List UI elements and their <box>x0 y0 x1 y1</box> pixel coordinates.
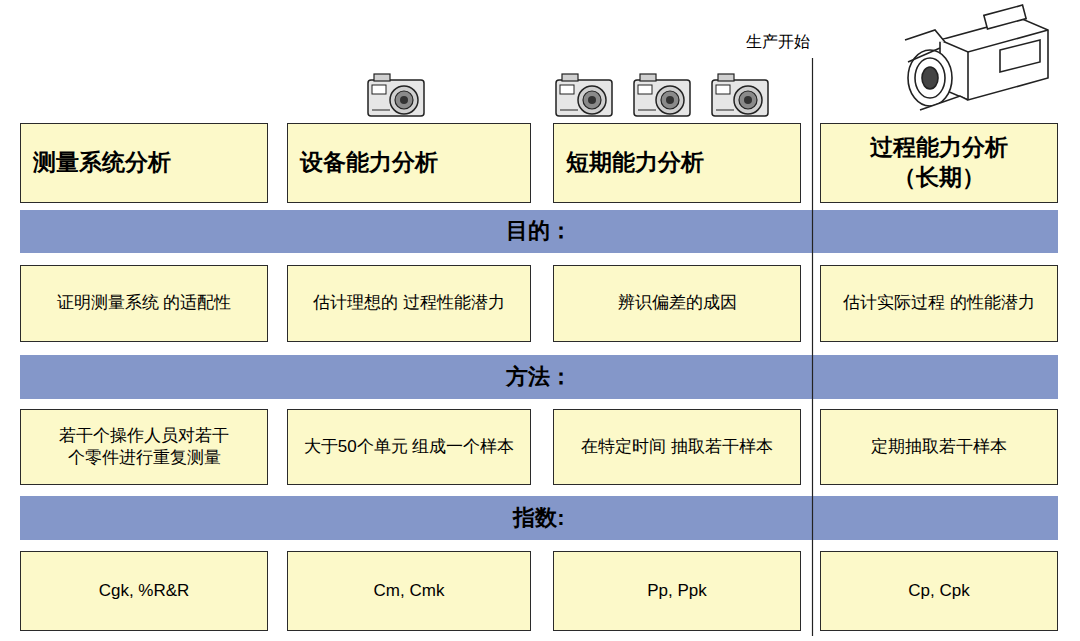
box-text: 若干个操作人员对若干 个零件进行重复测量 <box>33 425 255 469</box>
band-title: 目的： <box>506 217 572 246</box>
info-box: 若干个操作人员对若干 个零件进行重复测量 <box>20 409 268 485</box>
box-text: 定期抽取若干样本 <box>871 436 1007 458</box>
box-text: Cgk, %R&R <box>99 580 190 602</box>
analysis-header: 短期能力分析 <box>553 123 801 203</box>
box-text: Cm, Cmk <box>374 580 445 602</box>
box-text: Pp, Ppk <box>647 580 707 602</box>
section-band: 指数: <box>20 496 1058 540</box>
info-box: 辨识偏差的成因 <box>553 265 801 342</box>
box-text: 大于50个单元 组成一个样本 <box>304 436 515 458</box>
box-text: 测量系统分析 <box>33 148 171 178</box>
band-title: 方法： <box>506 363 572 392</box>
band-title: 指数: <box>513 504 564 533</box>
info-box: 证明测量系统 的适配性 <box>20 265 268 342</box>
section-band: 目的： <box>20 210 1058 253</box>
info-box: Pp, Ppk <box>553 551 801 631</box>
info-box: 估计实际过程 的性能潜力 <box>820 265 1058 342</box>
info-box: Cm, Cmk <box>287 551 531 631</box>
analysis-header: 设备能力分析 <box>287 123 531 203</box>
analysis-header: 测量系统分析 <box>20 123 268 203</box>
box-text: 在特定时间 抽取若干样本 <box>581 436 773 458</box>
box-text: 过程能力分析 （长期） <box>833 133 1045 193</box>
info-box: 估计理想的 过程性能潜力 <box>287 265 531 342</box>
video-camera <box>905 5 1048 110</box>
section-band: 方法： <box>20 355 1058 399</box>
info-box: Cp, Cpk <box>820 551 1058 631</box>
info-box: 在特定时间 抽取若干样本 <box>553 409 801 485</box>
info-box: 大于50个单元 组成一个样本 <box>287 409 531 485</box>
analysis-header: 过程能力分析 （长期） <box>820 123 1058 203</box>
box-text: Cp, Cpk <box>908 580 969 602</box>
box-text: 设备能力分析 <box>300 148 438 178</box>
box-text: 辨识偏差的成因 <box>618 292 737 314</box>
box-text: 估计实际过程 的性能潜力 <box>843 292 1035 314</box>
info-box: Cgk, %R&R <box>20 551 268 631</box>
info-box: 定期抽取若干样本 <box>820 409 1058 485</box>
box-text: 证明测量系统 的适配性 <box>57 292 232 314</box>
production-start-label: 生产开始 <box>746 32 810 53</box>
box-text: 短期能力分析 <box>566 148 704 178</box>
box-text: 估计理想的 过程性能潜力 <box>313 292 505 314</box>
